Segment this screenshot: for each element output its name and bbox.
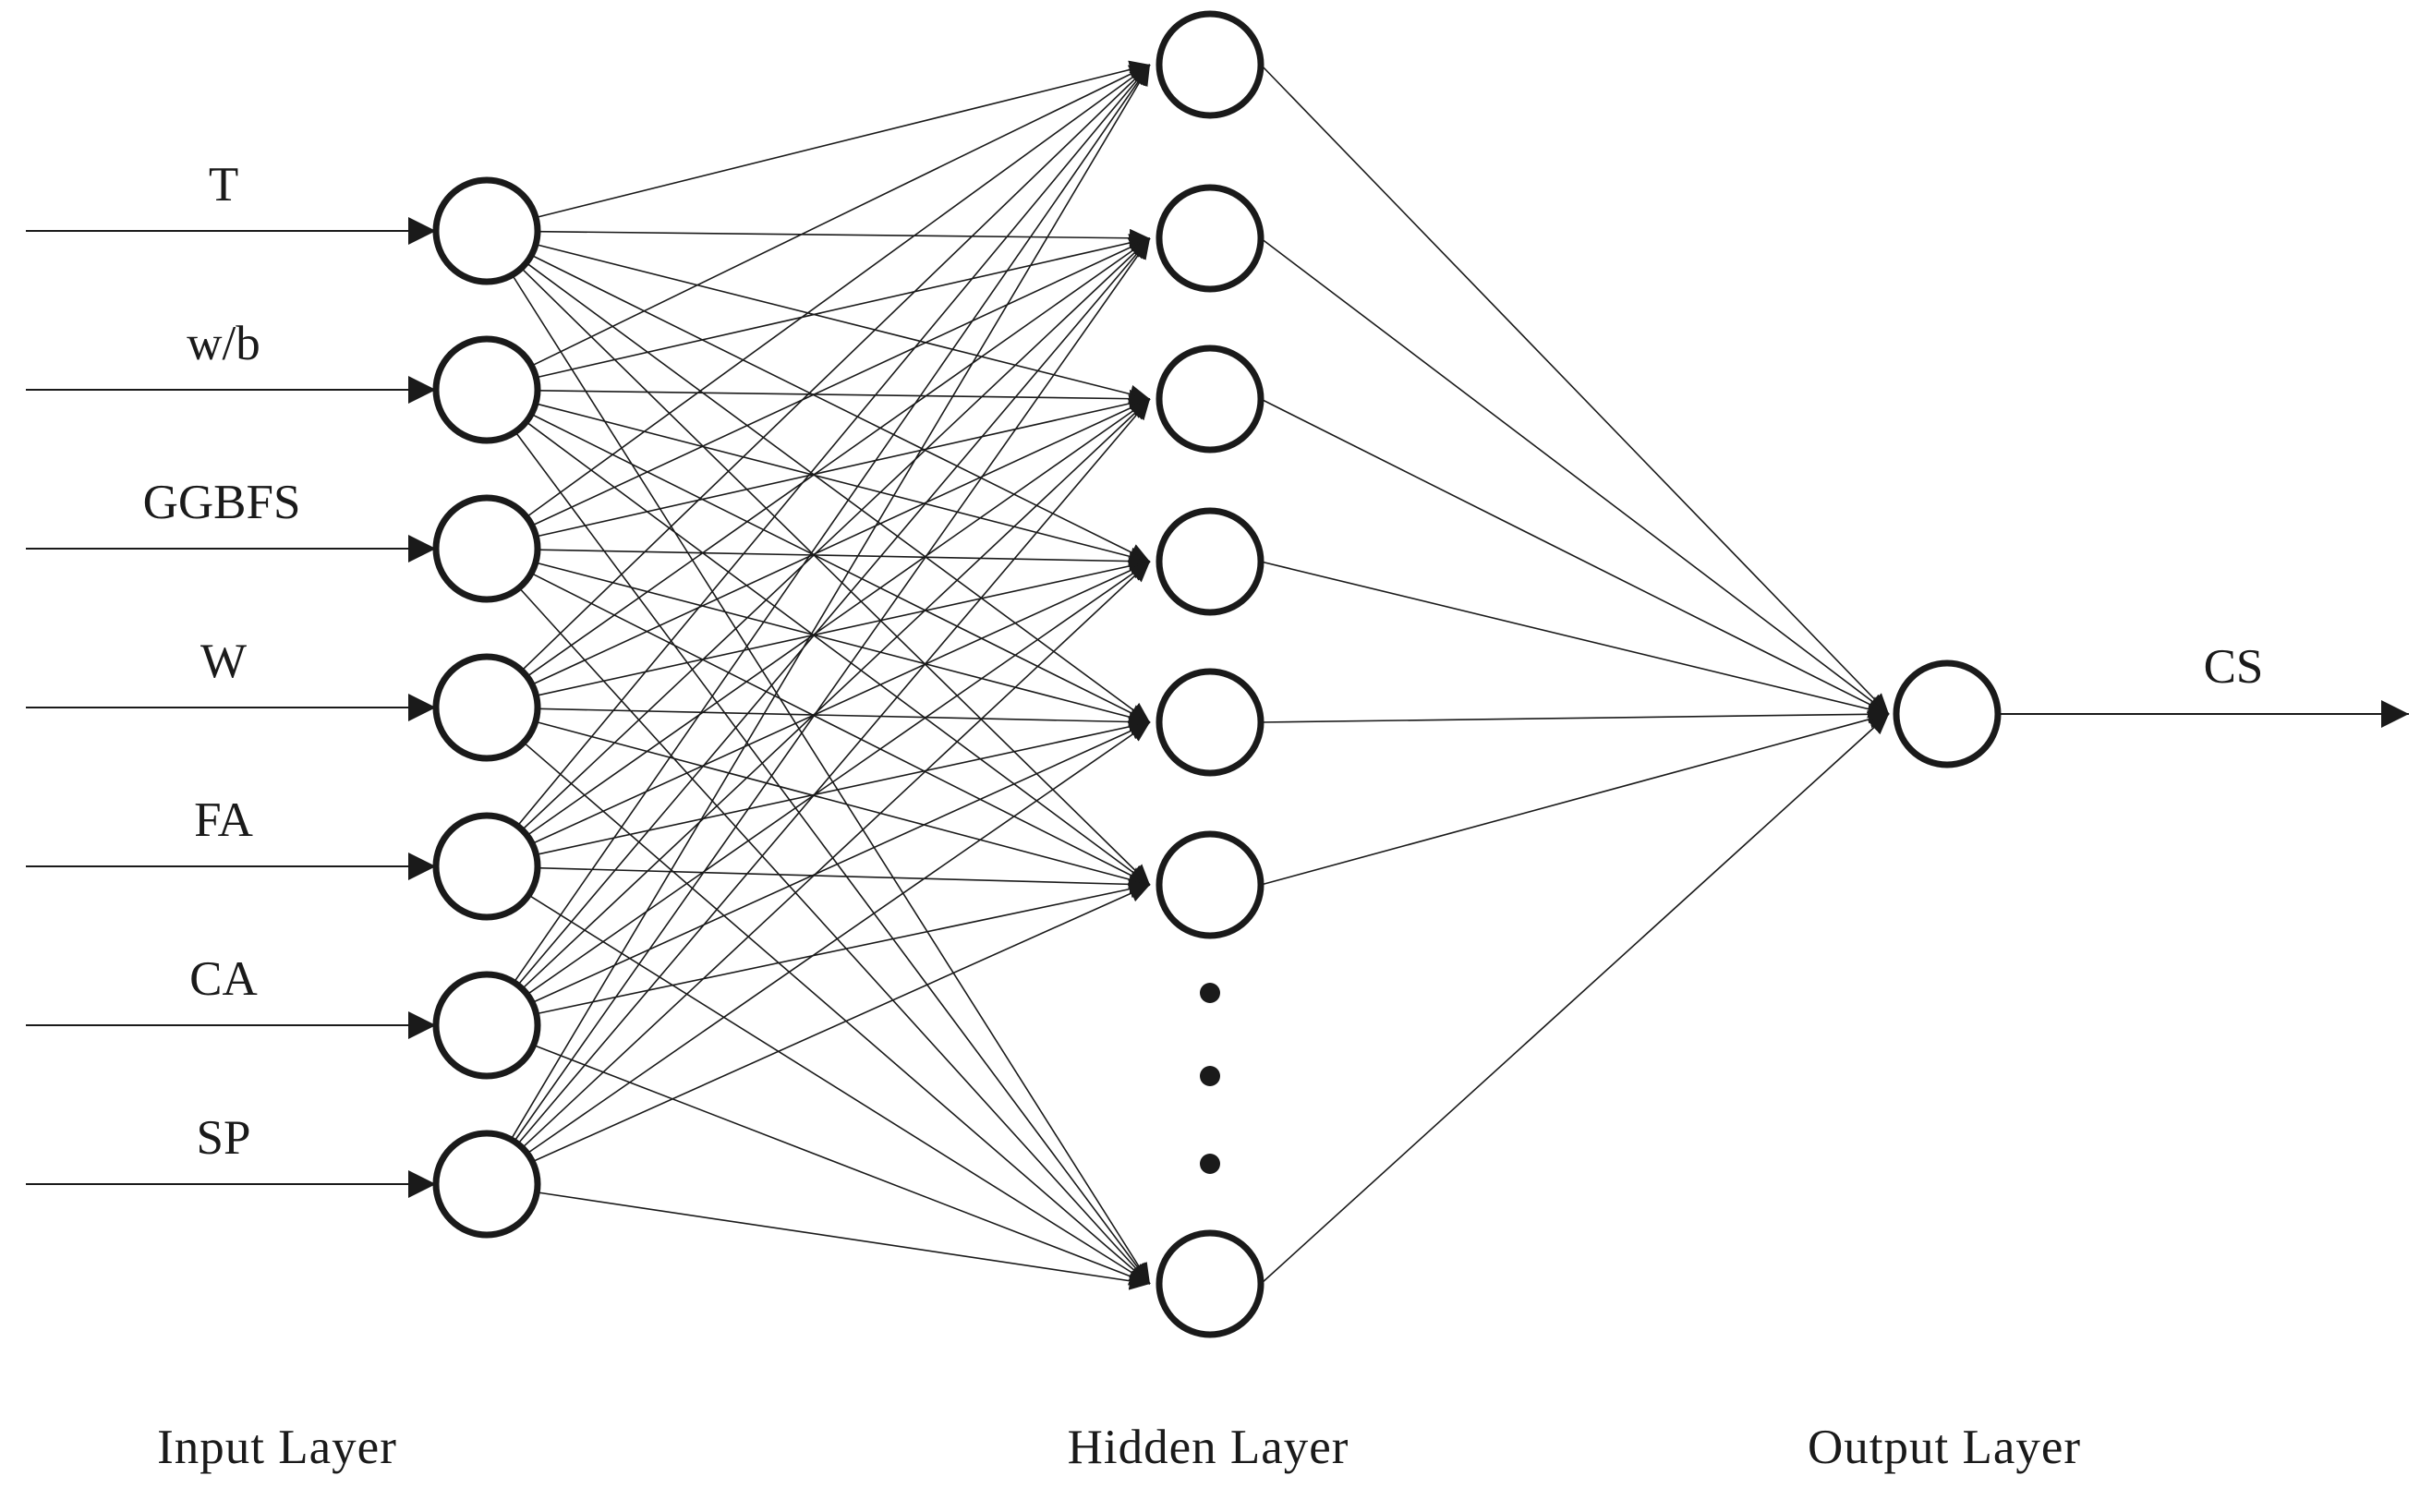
connection-hidden-0-output [1260,64,1890,715]
connection-input-2-hidden-5 [530,572,1151,886]
connection-input-6-hidden-5 [532,884,1151,1163]
input-neuron-2[interactable] [432,335,541,444]
connection-input-6-hidden-0 [510,64,1151,1141]
connection-input-1-hidden-1 [536,234,1151,379]
hidden-neuron-3[interactable] [1156,345,1264,454]
connection-input-4-hidden-1 [521,237,1151,831]
input-neuron-5[interactable] [432,812,541,921]
connection-input-1-hidden-0 [531,64,1151,367]
hidden-ellipsis-dot-3 [1200,1154,1220,1174]
connection-input-4-hidden-3 [531,561,1151,845]
connection-input-4-hidden-2 [526,398,1151,837]
neuron-nodes [432,10,2002,1338]
connection-input-0-hidden-6 [511,274,1151,1285]
input-neuron-4[interactable] [432,653,541,762]
io-arrows [26,217,2409,1198]
connection-input-0-hidden-2 [535,243,1151,404]
input-neuron-1[interactable] [432,176,541,285]
connection-input-0-hidden-4 [526,261,1151,723]
connection-input-6-hidden-1 [514,237,1151,1143]
hidden-ellipsis-dot-1 [1200,983,1220,1003]
connection-input-5-hidden-0 [513,64,1151,983]
connection-hidden-1-output [1260,237,1890,715]
connection-input-2-hidden-6 [518,587,1151,1285]
input-layer-caption: Input Layer [157,1421,397,1474]
hidden-ellipsis-dot-2 [1200,1066,1220,1086]
connection-input-0-hidden-1 [537,228,1151,248]
input-neuron-7[interactable] [432,1130,541,1239]
connection-input-3-hidden-2 [531,398,1151,685]
connection-input-4-hidden-4 [536,717,1151,856]
connection-input-1-hidden-2 [537,389,1151,408]
connection-input-4-hidden-5 [537,866,1151,894]
output-layer-caption: Output Layer [1807,1421,2082,1474]
connection-input-3-hidden-1 [526,237,1151,678]
connection-input-6-hidden-3 [521,561,1151,1149]
connection-input-2-hidden-0 [526,64,1151,518]
connection-input-5-hidden-2 [521,398,1151,990]
hidden-neuron-4[interactable] [1156,507,1264,616]
connection-input-2-hidden-3 [537,549,1151,571]
connection-input-1-hidden-3 [535,403,1151,566]
input-label-ggbfs: GGBFS [142,476,301,529]
connection-hidden-2-output [1260,398,1890,715]
connection-input-5-hidden-1 [517,237,1151,986]
connection-input-5-hidden-6 [533,1044,1151,1286]
hidden-neuron-1[interactable] [1156,10,1264,119]
connection-input-3-hidden-3 [536,556,1151,696]
connection-input-0-hidden-3 [530,254,1151,562]
connection-hidden-6-output [1260,713,1890,1285]
input-label-t: T [208,158,239,212]
connection-input-3-hidden-4 [537,708,1151,732]
input-label-fa: FA [194,793,253,847]
connection-input-1-hidden-4 [530,413,1151,723]
hidden-neuron-5[interactable] [1156,668,1264,777]
connection-input-5-hidden-5 [536,879,1151,1015]
connection-input-5-hidden-3 [526,561,1151,996]
connection-input-4-hidden-0 [516,64,1151,827]
output-label-cs: CS [2203,640,2264,694]
connection-lines [510,60,1890,1290]
connection-input-3-hidden-6 [523,742,1151,1285]
connection-input-6-hidden-6 [537,1191,1151,1290]
connection-input-3-hidden-5 [535,720,1151,889]
hidden-neuron-7[interactable] [1156,1229,1264,1338]
connection-input-6-hidden-4 [526,721,1151,1155]
input-neuron-6[interactable] [432,971,541,1080]
connection-input-2-hidden-4 [535,562,1151,727]
input-label-ca: CA [189,952,258,1006]
connection-input-6-hidden-2 [517,398,1151,1145]
connection-input-4-hidden-6 [527,894,1151,1285]
connection-hidden-3-output [1260,561,1890,719]
input-label-w-b: w/b [187,317,260,370]
connection-hidden-5-output [1260,710,1890,886]
hidden-neuron-6[interactable] [1156,830,1264,939]
output-neuron[interactable] [1893,659,2002,768]
connection-input-2-hidden-1 [531,237,1151,526]
hidden-layer-caption: Hidden Layer [1067,1421,1349,1474]
hidden-neuron-2[interactable] [1156,184,1264,293]
input-label-w: W [200,635,248,688]
connection-input-0-hidden-5 [520,267,1151,886]
connection-input-0-hidden-0 [535,60,1151,219]
connection-input-3-hidden-0 [521,64,1151,671]
connection-input-1-hidden-5 [526,421,1151,886]
connection-input-2-hidden-2 [536,394,1151,538]
connection-hidden-4-output [1260,705,1890,724]
input-label-sp: SP [196,1111,251,1165]
input-neuron-3[interactable] [432,494,541,603]
connection-input-5-hidden-4 [531,721,1151,1004]
